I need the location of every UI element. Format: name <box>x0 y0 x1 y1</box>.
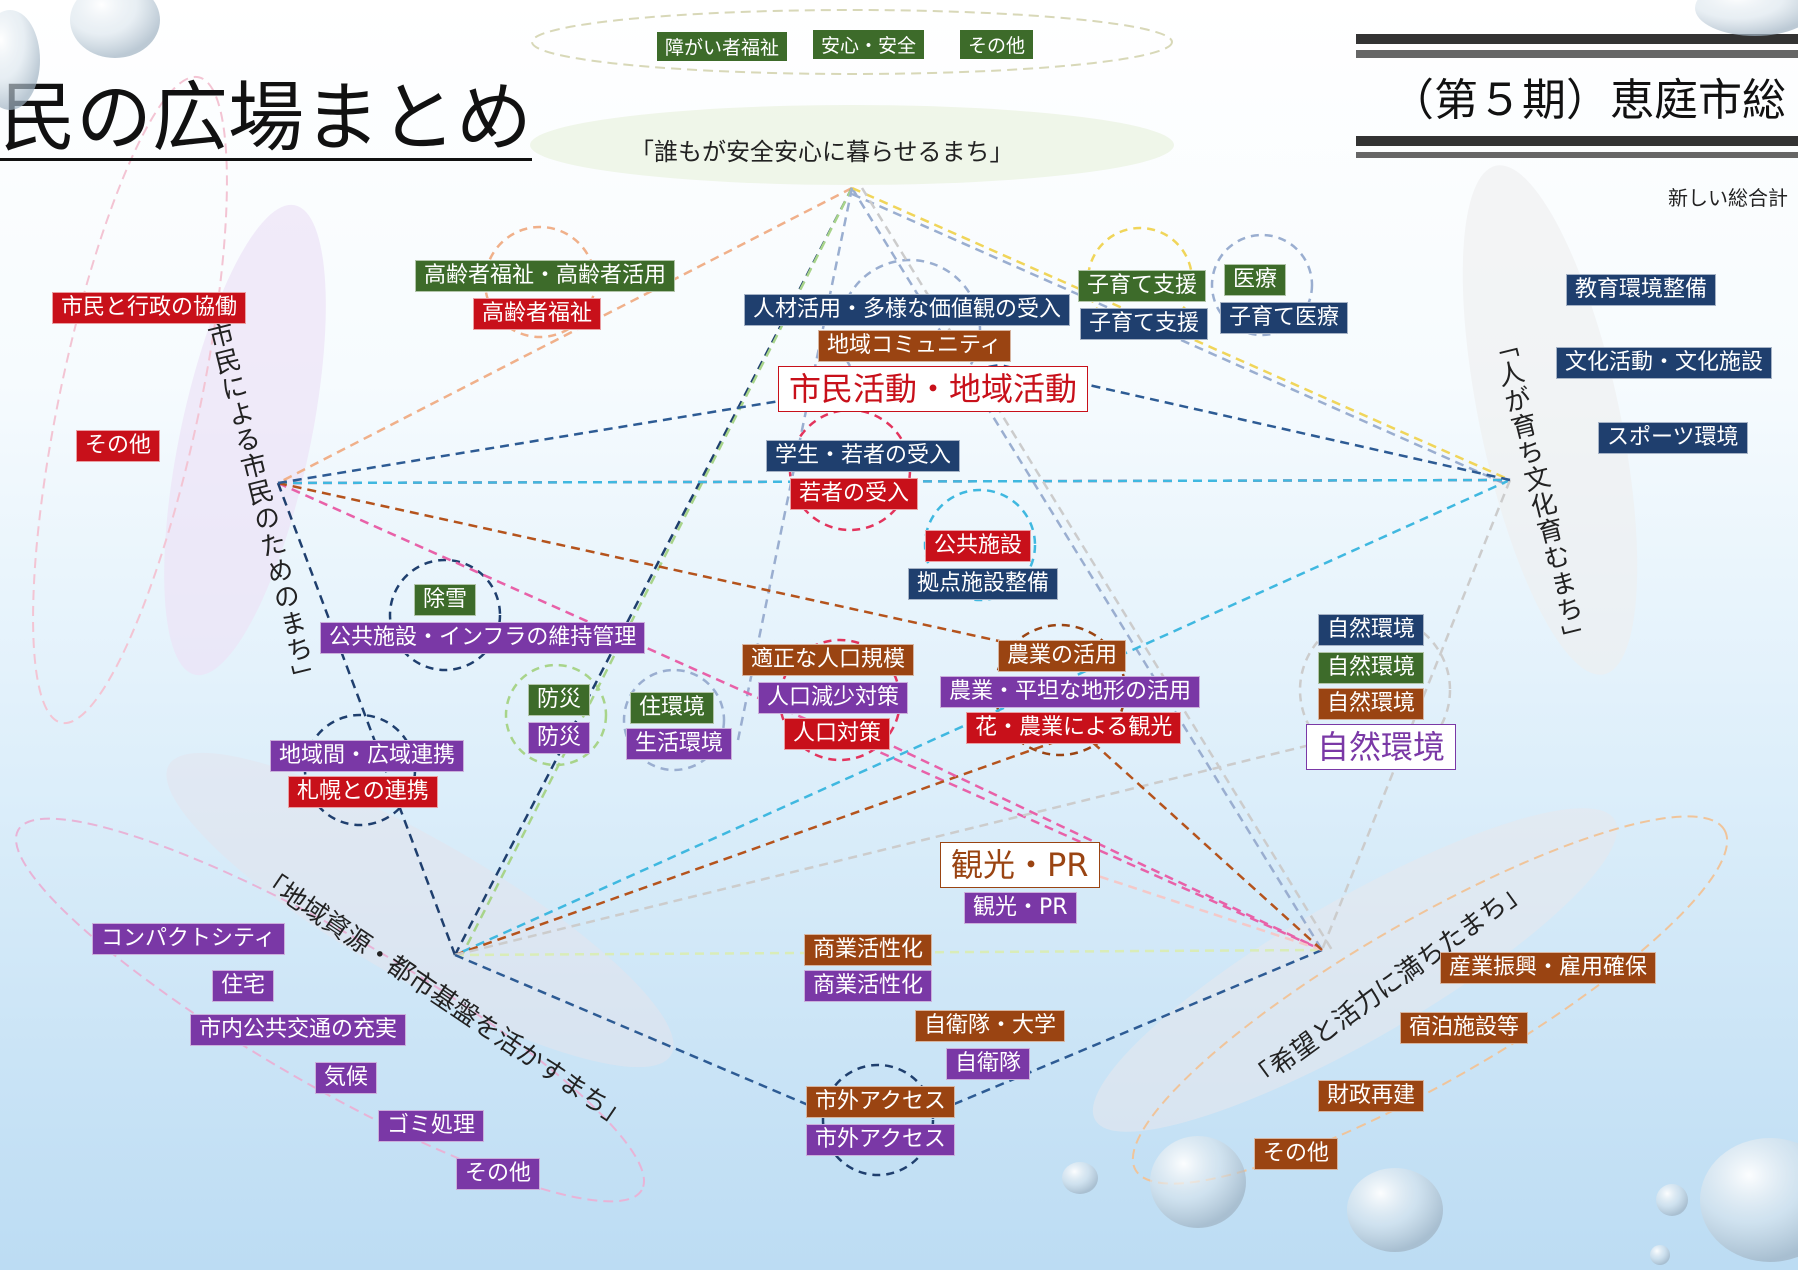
tag-childcare-2: 子育て支援 <box>1080 308 1209 340</box>
left-vision-ellipse <box>164 204 326 676</box>
tag-tourism: 観光・PR <box>964 892 1077 924</box>
banner-top-bar2 <box>1356 50 1798 58</box>
tag-public-facility: 公共施設 <box>925 530 1032 562</box>
tag-regional: 地域間・広域連携 <box>270 740 465 772</box>
tag-br-other: その他 <box>1254 1138 1339 1170</box>
bl-vision-ellipse <box>166 752 674 1068</box>
line-left-agri <box>277 481 1041 652</box>
top-vision-ellipse <box>530 105 1174 185</box>
tag-youth: 若者の受入 <box>790 478 919 510</box>
br-outer-ellipse <box>1131 815 1729 1185</box>
cluster-snow <box>388 558 502 672</box>
tag-living-2: 生活環境 <box>626 728 733 760</box>
tag-students: 学生・若者の受入 <box>766 440 961 472</box>
tag-compact-city: コンパクトシティ <box>92 923 285 955</box>
tag-pop-scale: 適正な人口規模 <box>742 644 915 676</box>
tag-garbage: ゴミ処理 <box>378 1110 485 1142</box>
cluster-disaster <box>504 663 608 767</box>
banner-subtitle: 新しい総合計 <box>1668 186 1788 210</box>
tag-disability-welfare: 障がい者福祉 <box>657 32 788 61</box>
tag-medical: 医療 <box>1224 264 1287 296</box>
line-left-bl <box>276 482 457 956</box>
tag-nature-1: 自然環境 <box>1318 614 1425 646</box>
tag-transit: 市内公共交通の充実 <box>190 1014 407 1046</box>
page-title: 民の広場まとめ <box>0 73 532 162</box>
tag-hub-facility: 拠点施設整備 <box>908 568 1059 600</box>
tag-nature-main: 自然環境 <box>1306 724 1457 770</box>
tag-infra: 公共施設・インフラの維持管理 <box>320 622 646 654</box>
tag-industry: 産業振興・雇用確保 <box>1440 952 1657 984</box>
tag-agri-tourism: 花・農業による観光 <box>966 712 1182 744</box>
tag-childcare-1: 子育て支援 <box>1078 270 1207 302</box>
br-vision-ellipse <box>1092 808 1618 1132</box>
tag-access-2: 市外アクセス <box>806 1124 955 1156</box>
tag-tourism-main: 観光・PR <box>940 842 1100 888</box>
tag-finance: 財政再建 <box>1318 1080 1425 1112</box>
tag-civic-activity: 市民活動・地域活動 <box>778 366 1089 412</box>
tag-access-1: 市外アクセス <box>806 1086 955 1118</box>
left-outer-ellipse <box>32 75 228 725</box>
line-left-br <box>277 481 1323 952</box>
line-br-tour <box>1079 868 1323 952</box>
tag-housing: 住宅 <box>212 970 275 1002</box>
line-bl-nature <box>454 743 1311 957</box>
tag-community: 地域コミュニティ <box>818 330 1011 362</box>
line-br-agri <box>1089 739 1323 951</box>
line-br-access <box>939 948 1323 1112</box>
tag-lodging: 宿泊施設等 <box>1400 1012 1529 1044</box>
tag-commerce-1: 商業活性化 <box>804 934 933 966</box>
tag-sapporo: 札幌との連携 <box>288 776 438 808</box>
line-bl-access <box>454 953 821 1112</box>
banner-bottom-bar <box>1356 136 1798 146</box>
tag-agri-use: 農業の活用 <box>998 640 1127 672</box>
tag-elderly-welfare: 高齢者福祉 <box>473 298 602 330</box>
tag-sdf: 自衛隊 <box>946 1048 1031 1080</box>
banner-bottom-bar2 <box>1356 152 1798 158</box>
tag-elderly-use: 高齢者福祉・高齢者活用 <box>415 260 676 292</box>
banner-top-bar <box>1356 34 1798 44</box>
tag-nature-2: 自然環境 <box>1318 652 1425 684</box>
tag-snow: 除雪 <box>414 584 477 616</box>
right-vision-ellipse <box>1462 165 1638 675</box>
vision-top: 「誰もが安全安心に暮らせるまち」 <box>630 138 1014 166</box>
tag-sports: スポーツ環境 <box>1598 422 1748 454</box>
cluster-access <box>821 1063 935 1177</box>
line-right-br <box>1320 479 1512 951</box>
tag-human-resources: 人材活用・多様な価値観の受入 <box>744 294 1071 326</box>
tag-disaster-2: 防災 <box>528 722 591 754</box>
line-top-left <box>277 186 853 485</box>
tag-pop-decline: 人口減少対策 <box>758 682 909 714</box>
line-left-mid <box>277 363 1001 485</box>
tag-child-medical: 子育て医療 <box>1220 302 1349 334</box>
tag-bl-other: その他 <box>456 1158 541 1190</box>
tag-living-1: 住環境 <box>630 692 715 724</box>
tag-climate: 気候 <box>315 1062 378 1094</box>
line-br-pop <box>879 738 1323 952</box>
banner-title: （第５期）恵庭市総 <box>1390 75 1786 126</box>
tag-disaster-1: 防災 <box>528 684 591 716</box>
tag-commerce-2: 商業活性化 <box>804 970 933 1002</box>
tag-top-other: その他 <box>960 30 1034 59</box>
line-bl-agri <box>454 738 1061 957</box>
tag-left-other: その他 <box>76 430 161 462</box>
tag-sdf-univ: 自衛隊・大学 <box>915 1010 1066 1042</box>
tag-pop-measures: 人口対策 <box>784 718 891 750</box>
top-ellipse <box>531 9 1173 75</box>
tag-safety: 安心・安全 <box>813 30 925 59</box>
tag-agri-flat: 農業・平坦な地形の活用 <box>940 676 1201 708</box>
line-bl-br <box>454 948 1323 957</box>
tag-citizen-gov: 市民と行政の協働 <box>52 292 247 324</box>
tag-nature-3: 自然環境 <box>1318 688 1425 720</box>
tag-education: 教育環境整備 <box>1566 274 1717 306</box>
cluster-medical <box>1210 233 1314 337</box>
tag-culture: 文化活動・文化施設 <box>1556 347 1773 379</box>
cluster-living <box>622 668 726 772</box>
bl-outer-ellipse <box>14 817 646 1203</box>
